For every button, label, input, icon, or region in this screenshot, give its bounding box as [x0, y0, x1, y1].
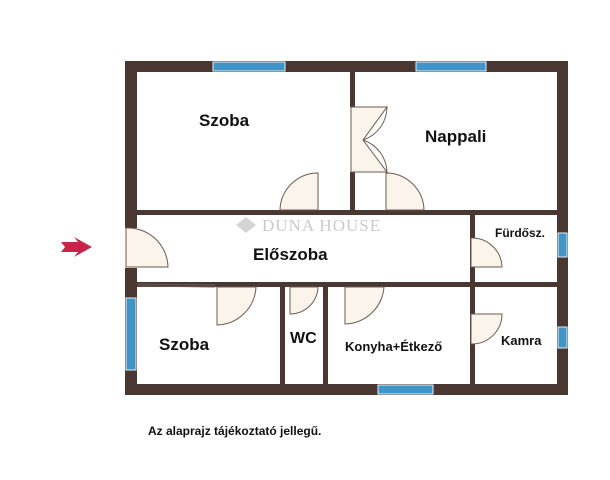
room-label-bedroom-bottom: Szoba [159, 335, 210, 354]
room-label-kitchen: Konyha+Étkező [345, 339, 442, 354]
room-label-bedroom-top: Szoba [199, 111, 250, 130]
room-label-hall: Előszoba [253, 245, 328, 264]
disclaimer-caption: Az alaprajz tájékoztató jellegű. [148, 424, 322, 438]
doors [125, 106, 503, 345]
room-label-wc: WC [290, 330, 317, 347]
arrow-right-icon [61, 237, 92, 257]
windows [125, 61, 568, 395]
room-label-pantry: Kamra [501, 333, 542, 348]
room-label-living: Nappali [425, 127, 486, 146]
watermark-text: DUNA HOUSE [262, 216, 381, 235]
duna-house-logo: DUNA HOUSE [236, 216, 381, 235]
walls [125, 61, 568, 395]
room-label-bathroom: Fürdősz. [495, 226, 545, 240]
